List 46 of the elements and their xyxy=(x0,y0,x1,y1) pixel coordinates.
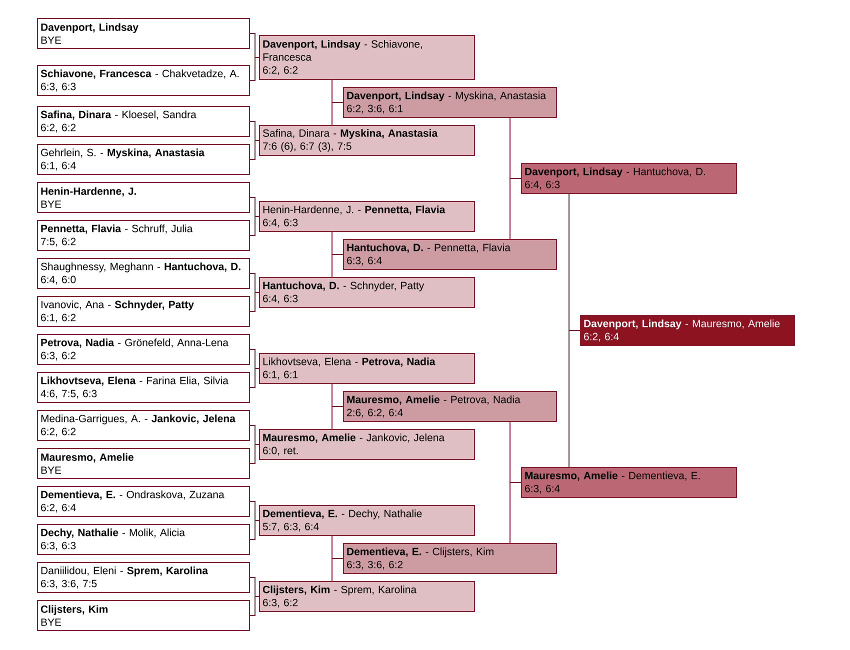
match-box: Hantuchova, D. - Pennetta, Flavia 6:3, 6:4 xyxy=(343,239,557,270)
bracket-line xyxy=(250,444,260,464)
match-box: Davenport, Lindsay - Mauresmo, Amelie 6:2, 6:4 xyxy=(580,315,796,346)
bracket-line xyxy=(510,178,522,240)
bracket-line xyxy=(250,596,260,616)
match-box: Dementieva, E. - Dechy, Nathalie 5:7, 6:3, 6:4 xyxy=(259,505,475,536)
match-box: Daniilidou, Eleni - Sprem, Karolina 6:3, 3:6, 7:5 xyxy=(37,562,250,593)
bracket-line xyxy=(250,216,260,236)
match-box: Davenport, Lindsay - Hantuchova, D. 6:4, 6:3 xyxy=(521,163,737,194)
match-box: Safina, Dinara - Myskina, Anastasia 7:6 (6), 6:7 (3), 7:5 xyxy=(259,125,475,156)
bracket-line xyxy=(250,140,260,160)
match-box: Likhovtseva, Elena - Petrova, Nadia 6:1, 6:1 xyxy=(259,353,475,384)
match-box: Ivanovic, Ana - Schnyder, Patty 6:1, 6:2 xyxy=(37,296,250,327)
match-box: Gehrlein, S. - Myskina, Anastasia 6:1, 6:4 xyxy=(37,144,250,175)
bracket-line xyxy=(568,330,580,468)
match-box: Dementieva, E. - Clijsters, Kim 6:3, 3:6, 6:2 xyxy=(343,543,557,574)
match-box: Davenport, Lindsay - Schiavone, Francesca 6:2, 6:2 xyxy=(259,35,475,80)
bracket-line xyxy=(332,254,344,278)
match-box: Henin-Hardenne, J. BYE xyxy=(37,182,250,213)
match-box: Likhovtseva, Elena - Farina Elia, Silvia 4:6, 7:5, 6:3 xyxy=(37,372,250,403)
match-box: Henin-Hardenne, J. - Pennetta, Flavia 6:4, 6:3 xyxy=(259,201,475,232)
bracket-line xyxy=(250,292,260,312)
match-box: Davenport, Lindsay BYE xyxy=(37,18,250,49)
match-box: Clijsters, Kim BYE xyxy=(37,600,250,631)
bracket-line xyxy=(250,57,260,81)
match-box: Clijsters, Kim - Sprem, Karolina 6:3, 6:2 xyxy=(259,581,475,612)
bracket-line xyxy=(250,520,260,540)
match-box: Mauresmo, Amelie - Petrova, Nadia 2:6, 6:2, 6:4 xyxy=(343,391,557,422)
match-box: Schiavone, Francesca - Chakvetadze, A. 6:3, 6:3 xyxy=(37,65,250,96)
match-box: Medina-Garrigues, A. - Jankovic, Jelena 6:2, 6:2 xyxy=(37,410,250,441)
match-box: Pennetta, Flavia - Schruff, Julia 7:5, 6:2 xyxy=(37,220,250,251)
match-box: Mauresmo, Amelie - Dementieva, E. 6:3, 6:4 xyxy=(521,467,737,498)
match-box: Shaughnessy, Meghann - Hantuchova, D. 6:4, 6:0 xyxy=(37,258,250,289)
match-box: Davenport, Lindsay - Myskina, Anastasia 6:2, 3:6, 6:1 xyxy=(343,87,557,118)
match-box: Hantuchova, D. - Schnyder, Patty 6:4, 6:3 xyxy=(259,277,475,308)
match-box: Petrova, Nadia - Grönefeld, Anna-Lena 6:3, 6:2 xyxy=(37,334,250,365)
bracket-line xyxy=(332,406,344,430)
match-box: Mauresmo, Amelie BYE xyxy=(37,448,250,479)
bracket-line xyxy=(332,102,344,126)
match-box: Dementieva, E. - Ondraskova, Zuzana 6:2, 6:4 xyxy=(37,486,250,517)
match-box: Safina, Dinara - Kloesel, Sandra 6:2, 6:2 xyxy=(37,106,250,137)
bracket-line xyxy=(510,482,522,544)
bracket-line xyxy=(250,368,260,388)
bracket-line xyxy=(332,558,344,582)
match-box: Dechy, Nathalie - Molik, Alicia 6:3, 6:3 xyxy=(37,524,250,555)
match-box: Mauresmo, Amelie - Jankovic, Jelena 6:0, ret. xyxy=(259,429,475,460)
